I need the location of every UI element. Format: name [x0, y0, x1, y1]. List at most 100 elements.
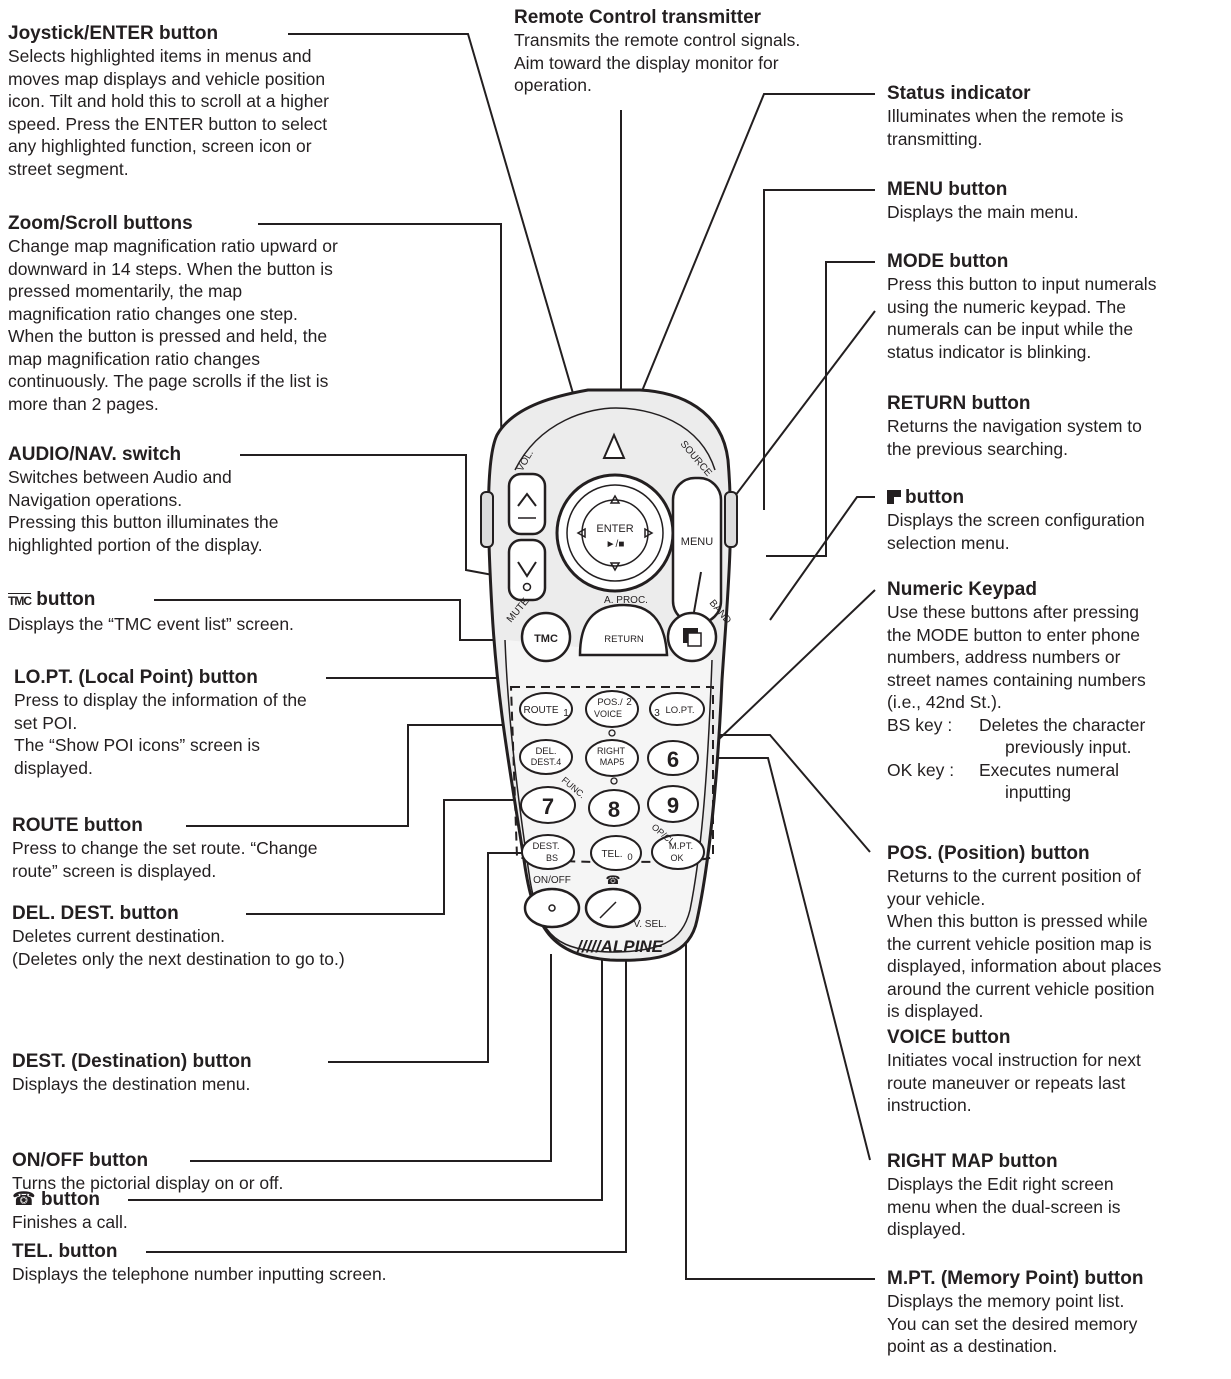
key-pos-label: POS./ — [597, 697, 623, 708]
callout-right-map-title: RIGHT MAP button — [887, 1151, 1058, 1172]
callout-audio-nav: AUDIO/NAV. switch Switches between Audio… — [8, 443, 448, 556]
leader-mode — [766, 261, 875, 557]
leader-route — [186, 724, 540, 827]
callout-lopt-title: LO.PT. (Local Point) button — [14, 667, 258, 688]
key-8-label: 8 — [608, 797, 620, 822]
phone-glyph: ☎ — [606, 873, 621, 887]
remote-control — [480, 388, 738, 962]
callout-mode-title: MODE button — [887, 251, 1009, 272]
tmc-icon: TMC — [8, 594, 32, 608]
key-dest-label: DEST. — [533, 841, 560, 852]
onoff-button-shape — [523, 887, 581, 929]
onoff-label: ON/OFF — [533, 875, 571, 886]
leader-keypad — [717, 589, 876, 741]
callout-voice-title: VOICE button — [887, 1027, 1011, 1048]
key-del-label: DEL. — [535, 746, 556, 757]
callout-tel-desc: Displays the telephone number inputting … — [12, 1264, 387, 1284]
side-tab-right — [724, 491, 738, 548]
callout-tmc-desc: Displays the “TMC event list” screen. — [8, 614, 294, 634]
leader-status — [625, 93, 875, 431]
callout-dest-desc: Displays the destination menu. — [12, 1074, 251, 1094]
callout-mode: MODE button Press this button to input n… — [887, 250, 1231, 363]
callout-return: RETURN button Returns the navigation sys… — [887, 392, 1227, 460]
callout-mpt-desc: Displays the memory point list.You can s… — [887, 1291, 1138, 1356]
key-6-shape — [647, 740, 699, 776]
key-6-label: 6 — [667, 747, 679, 772]
callout-mpt: M.PT. (Memory Point) button Displays the… — [887, 1267, 1227, 1358]
callout-tmc-title: TMC button — [8, 589, 96, 610]
key-right-label: RIGHT — [597, 746, 626, 756]
callout-status: Status indicator Illuminates when the re… — [887, 82, 1227, 150]
callout-pos: POS. (Position) button Returns to the cu… — [887, 842, 1231, 1023]
leader-del-dest — [246, 799, 548, 915]
key-9-label: 9 — [667, 793, 679, 818]
key-pos-num: 2 — [626, 697, 632, 708]
key-map5-label: MAP5 — [600, 757, 625, 767]
callout-joystick-title: Joystick/ENTER button — [8, 23, 219, 44]
callout-audio-nav-title: AUDIO/NAV. switch — [8, 444, 182, 465]
leader-phone — [128, 954, 603, 1201]
vol-up-button — [507, 472, 547, 536]
callout-tel: TEL. button Displays the telephone numbe… — [12, 1240, 532, 1286]
callout-del-dest-title: DEL. DEST. button — [12, 903, 179, 924]
key-mpt-shape — [651, 834, 705, 870]
leader-onoff — [190, 954, 552, 1162]
callout-screen: button Displays the screen configuration… — [887, 486, 1227, 554]
return-label: RETURN — [604, 634, 644, 645]
callout-zoom-desc: Change map magnification ratio upward or… — [8, 236, 338, 414]
key-route-num: 1 — [563, 708, 569, 719]
leader-tel — [146, 848, 627, 1253]
callout-voice: VOICE button Initiates vocal instruction… — [887, 1026, 1227, 1117]
key-tel-shape — [590, 835, 642, 871]
leader-joystick — [288, 33, 611, 521]
callout-phone-desc: Finishes a call. — [12, 1212, 128, 1232]
key-route-label: ROUTE — [524, 705, 559, 716]
joystick-inner — [581, 499, 649, 567]
transmitter-triangle-icon — [602, 432, 626, 459]
key-lopt-shape — [649, 692, 705, 726]
callout-dest: DEST. (Destination) button Displays the … — [12, 1050, 432, 1096]
callout-remote: Remote Control transmitter Transmits the… — [514, 6, 874, 97]
vol-down-button — [507, 538, 547, 602]
callout-return-title: RETURN button — [887, 393, 1031, 414]
leader-mpt — [685, 870, 875, 1280]
callout-right-map: RIGHT MAP button Displays the Edit right… — [887, 1150, 1227, 1241]
joystick-ring — [566, 484, 664, 582]
callout-screen-title: button — [887, 486, 1227, 509]
key-route-shape — [519, 692, 573, 726]
callout-menu-desc: Displays the main menu. — [887, 202, 1079, 222]
key-lopt-num: 3 — [654, 708, 660, 719]
callout-tmc: TMC button Displays the “TMC event list”… — [8, 588, 448, 636]
vsel-label: V. SEL. — [634, 919, 667, 930]
key-7-shape — [520, 786, 576, 824]
key-right-shape — [585, 739, 639, 777]
callout-del-dest: DEL. DEST. button Deletes current destin… — [12, 902, 452, 970]
key-tel-num: 0 — [627, 852, 632, 863]
key-lopt-label: LO.PT. — [665, 705, 694, 716]
callout-pos-title: POS. (Position) button — [887, 843, 1090, 864]
key-bs-label: BS — [546, 853, 558, 863]
key-mpt-label: M.PT. — [669, 841, 693, 852]
phone-button-shape — [584, 887, 642, 929]
callout-phone: ☎ button Finishes a call. — [12, 1188, 432, 1234]
callout-menu-title: MENU button — [887, 179, 1008, 200]
key-tel-label: TEL. — [601, 849, 622, 860]
callout-dest-title: DEST. (Destination) button — [12, 1051, 252, 1072]
callout-route-title: ROUTE button — [12, 815, 143, 836]
return-button-shape — [578, 603, 669, 657]
callout-menu: MENU button Displays the main menu. — [887, 178, 1227, 224]
callout-tel-title: TEL. button — [12, 1241, 118, 1262]
leader-lines — [128, 33, 876, 1280]
callout-keypad-title: Numeric Keypad — [887, 579, 1037, 600]
